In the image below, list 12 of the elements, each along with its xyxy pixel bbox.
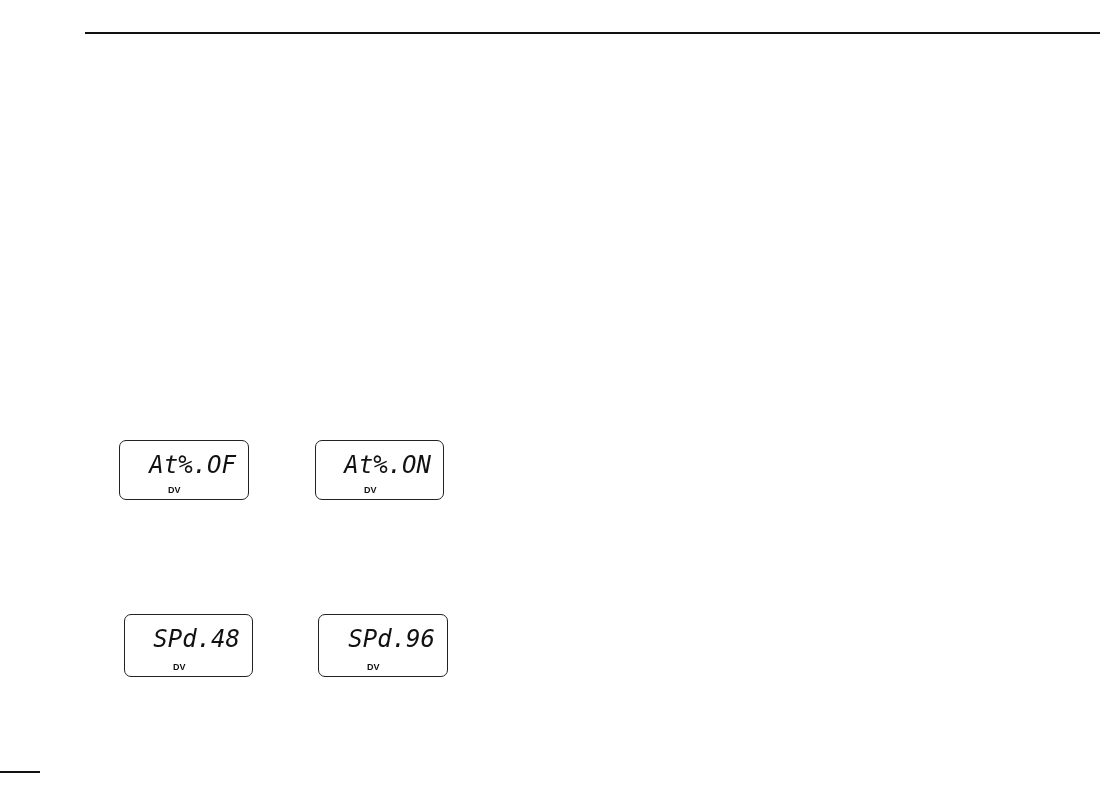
lcd-readout: SPd.96 (348, 627, 435, 651)
lcd-display (318, 614, 448, 677)
lcd-display (124, 614, 253, 677)
mode-indicator: DV (173, 663, 186, 672)
mode-indicator: DV (367, 663, 380, 672)
mode-indicator: DV (168, 486, 181, 495)
lcd-display (315, 440, 444, 500)
lcd-readout: SPd.48 (153, 627, 240, 651)
lcd-readout: At%.ON (344, 453, 431, 477)
mode-indicator: DV (364, 486, 377, 495)
lcd-display (119, 440, 249, 500)
lcd-readout: At%.OF (149, 453, 236, 477)
